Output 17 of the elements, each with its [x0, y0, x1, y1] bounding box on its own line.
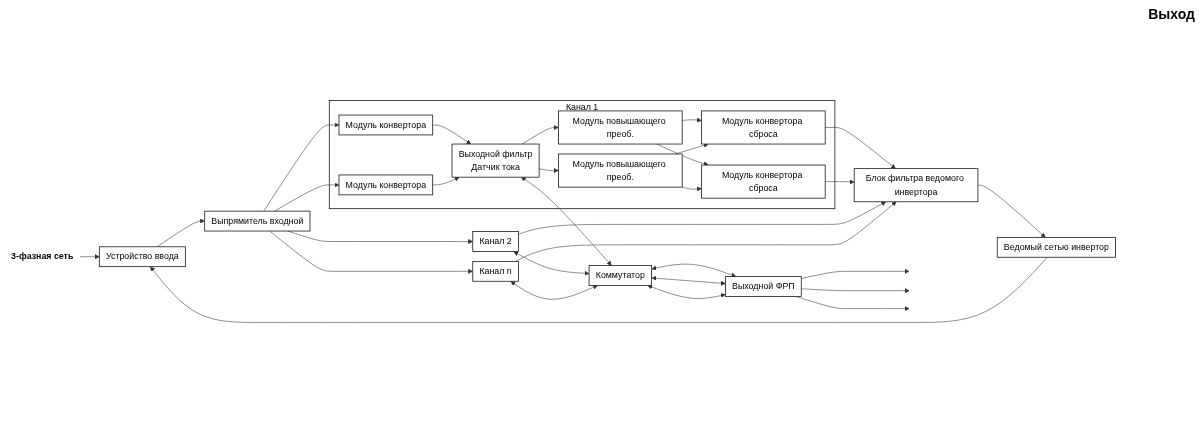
node-box: Канал n [472, 261, 519, 282]
node-text: 3-фазная сеть [11, 251, 74, 262]
node-box: Коммутатор [588, 265, 652, 286]
node-box: Выходной фильтр Датчик тока [451, 143, 540, 178]
node-box: Модуль конвертора сброса [701, 164, 826, 199]
node-box: Модуль конвертора [338, 174, 434, 196]
node-box: Модуль повышающего преоб. [558, 110, 683, 145]
node-box: Блок фильтра ведомого инвертора [853, 168, 979, 203]
node-box: Ведомый сетью инвертор [996, 237, 1116, 258]
node-box: Канал 2 [472, 231, 519, 252]
node-box: Устройство ввода [98, 246, 186, 268]
node-box: Модуль конвертора [338, 114, 434, 136]
node-box: Выпрямитель входной [204, 210, 311, 232]
node-box: Модуль конвертора сброса [701, 110, 826, 145]
node-box: Выходной ФРП [725, 276, 802, 297]
output-label: Выход [1148, 6, 1195, 22]
node-box: Модуль повышающего преоб. [558, 153, 683, 188]
